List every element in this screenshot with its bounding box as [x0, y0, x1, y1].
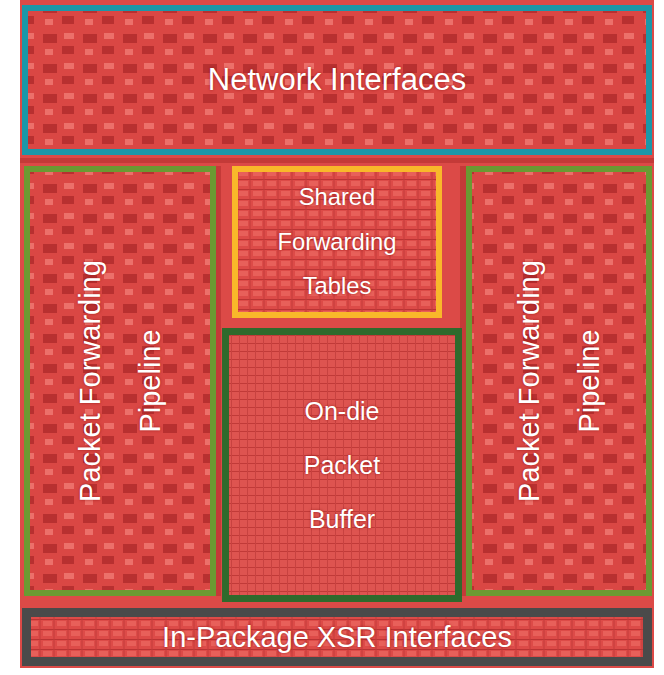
- region-label: Packet Forwarding Pipeline: [499, 221, 619, 541]
- pipeline-region: Packet Forwarding Pipeline: [24, 166, 216, 596]
- buffer-region: On-die Packet Buffer: [222, 328, 462, 602]
- region-label: Shared Forwarding Tables: [249, 175, 425, 309]
- region-label: Packet Forwarding Pipeline: [60, 221, 180, 541]
- interface-band: In-Package XSR Interfaces: [22, 608, 652, 666]
- pipeline-region: Packet Forwarding Pipeline: [466, 166, 652, 596]
- region-label: Network Interfaces: [57, 61, 617, 99]
- region-label: On-die Packet Buffer: [272, 384, 412, 546]
- table-region: Shared Forwarding Tables: [232, 166, 442, 318]
- region-label: In-Package XSR Interfaces: [37, 620, 637, 654]
- interface-region: Network Interfaces: [22, 5, 652, 155]
